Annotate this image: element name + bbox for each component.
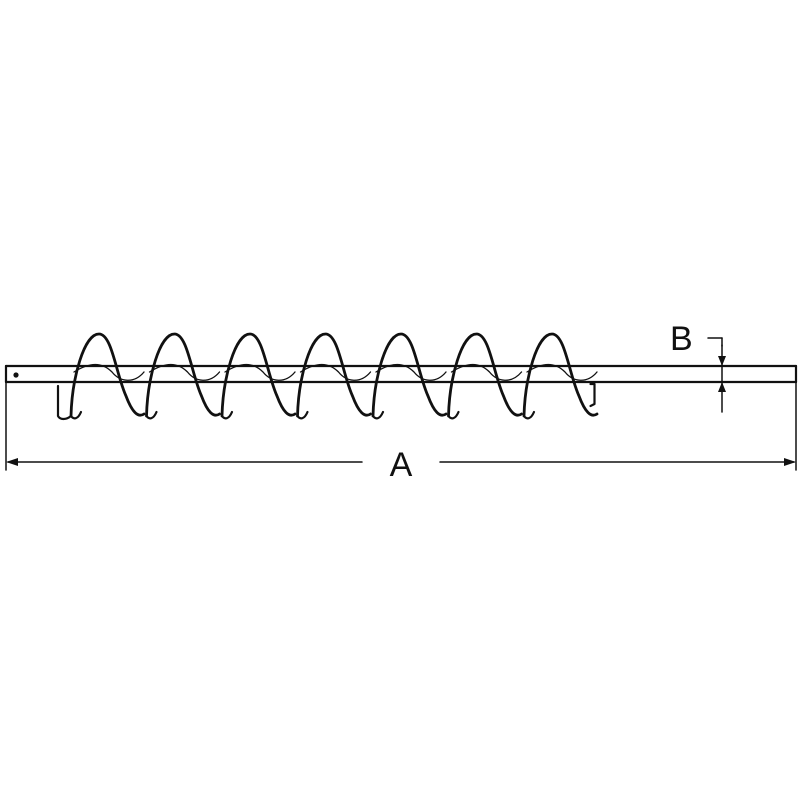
flight-start [56,384,73,421]
flight-lower-edge [447,410,460,420]
flight-turn [145,332,221,418]
flight-turn [522,332,599,418]
dimension-b-top-arrow [718,356,726,366]
dimension-b-bottom-arrow [718,382,726,392]
auger-shaft [4,364,798,384]
flight-lower-edge [371,410,385,420]
dimension-a-left-arrow [6,458,18,466]
flight-back-edge [299,363,372,381]
flight-lower-edge [296,410,309,420]
flight-turn [371,332,448,418]
dimension-b: B [670,320,726,413]
flight-turn [220,332,297,418]
flight-lower-edge [145,410,158,420]
flight-turn [296,332,372,418]
flight-lower-edge [522,410,536,420]
flight-back-edge [148,363,221,381]
flight-lower-edge [220,410,234,420]
flight-lower-edge [69,410,83,420]
flight-back-edge [450,363,523,381]
shaft-bolt-hole [13,372,19,378]
dimension-a-label: A [390,446,413,484]
dimension-a-right-arrow [784,458,796,466]
flight-turn [69,332,146,418]
dimension-a: A [5,381,797,484]
auger-flighting [56,332,599,421]
flight-back-edge [375,363,447,381]
flight-back-edge [224,363,296,381]
flight-back-edge [526,363,598,381]
flight-turn [447,332,523,418]
flight-end-tab [589,382,596,408]
flight-back-edge [73,363,145,381]
dimension-b-label: B [670,320,693,358]
